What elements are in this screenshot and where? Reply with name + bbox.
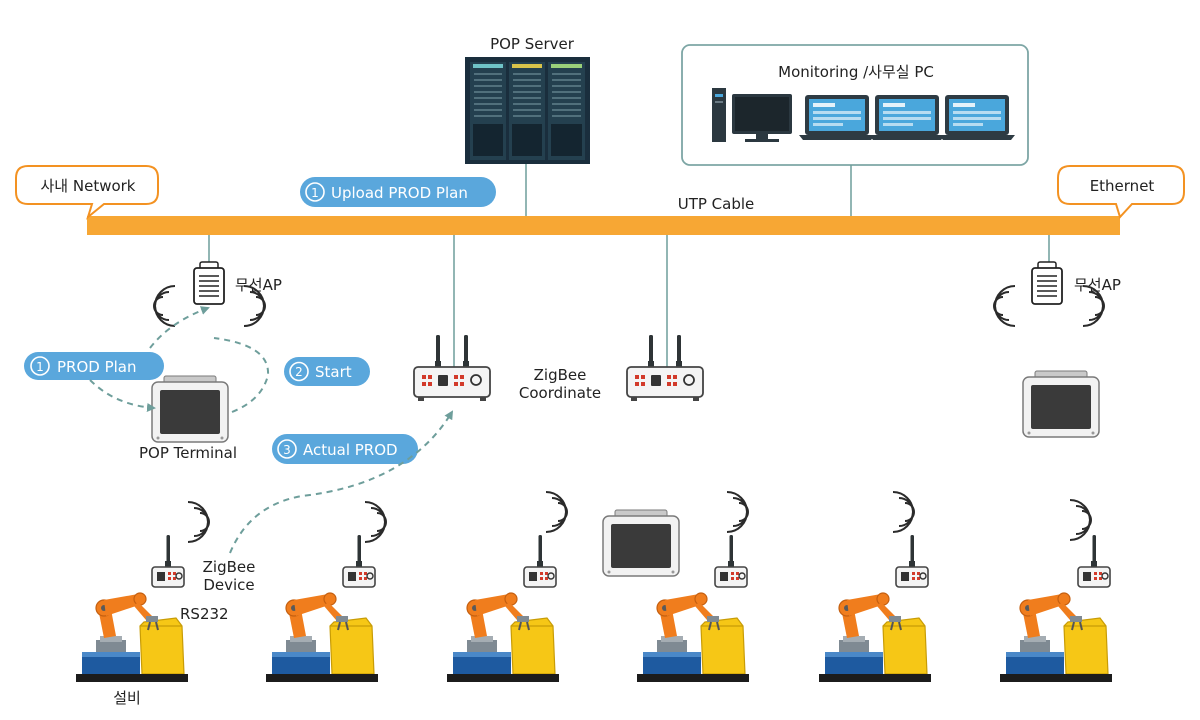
intranet-bubble: 사내 Network [15,165,159,220]
network-connectors [208,164,1050,372]
wifi-waves-dev-6-icon [1069,499,1092,541]
robot-arm-icon-3 [446,592,560,683]
zigbee-device-icon-3 [523,534,557,588]
pop-terminal-label: POP Terminal [139,444,237,462]
robot-arm-icon-4 [636,592,750,683]
zigbee-coordinator-label-1: ZigBee [534,366,587,384]
zigbee-device-label-1: ZigBee [203,558,256,576]
pop-server: POP Server [465,35,590,164]
server-rack-1 [470,62,506,160]
zigbee-coordinator-label-2: Coordinate [519,384,601,402]
zigbee-device-label-2: Device [203,576,254,594]
pop-terminal-icon [151,375,229,443]
zigbee-device-icon-4 [714,534,748,588]
utp-cable-bar [87,216,1120,235]
step-actual-num: 3 [283,443,291,457]
wireless-ap-left-label: 무선AP [235,276,282,294]
step-prod-plan: 1 PROD Plan [24,352,164,380]
laptop-icon-1 [799,95,875,140]
robot-arm-icon-2 [265,592,379,683]
ethernet-bubble: Ethernet [1057,165,1185,219]
pop-server-label: POP Server [490,35,575,53]
step-prod-plan-text: PROD Plan [57,358,137,376]
ethernet-label: Ethernet [1090,177,1155,195]
server-rack-2 [509,62,545,160]
tablet-middle-icon [602,509,680,577]
wifi-waves-dev-5-icon [892,491,915,533]
wireless-ap-right-label: 무선AP [1074,276,1121,294]
step-actual-prod: 3 Actual PROD [272,434,418,464]
step-start-text: Start [315,363,352,381]
server-rack-3 [548,62,585,160]
equipment-label: 설비 [113,689,141,707]
step-upload-plan: 1 Upload PROD Plan [300,177,496,207]
wifi-waves-dev-2-icon [364,501,387,543]
tablet-right-icon [1022,370,1100,438]
monitoring-panel: Monitoring /사무실 PC [681,44,1029,166]
step-start: 2 Start [284,357,370,386]
desktop-pc-icon [712,88,792,142]
zigbee-device-icon-2 [342,534,376,588]
wifi-waves-dev-1-icon [187,501,210,543]
wireless-ap-left-icon [193,261,225,305]
rs232-label: RS232 [180,605,229,623]
zigbee-device-icon-5 [895,534,929,588]
step-upload-num: 1 [311,186,319,200]
wifi-waves-dev-3-icon [545,491,568,533]
wireless-ap-right-icon [1031,261,1063,305]
robot-arm-icon-6 [999,592,1113,683]
zigbee-device-icon-6 [1077,534,1111,588]
step-actual-text: Actual PROD [303,441,398,459]
zigbee-coordinator-icon-2 [626,334,704,402]
robot-arm-icon-1 [75,592,189,683]
laptop-icon-3 [939,95,1015,140]
laptop-icon-2 [869,95,945,140]
wifi-waves-ap-left-l-icon [153,285,176,327]
step-prod-plan-num: 1 [36,360,44,374]
wifi-waves-dev-4-icon [726,491,749,533]
zigbee-coordinator-icon-1 [413,334,491,402]
step-start-num: 2 [295,365,303,379]
wifi-waves-ap-right-l-icon [993,285,1016,327]
utp-cable-label: UTP Cable [678,195,755,213]
robot-arm-icon-5 [818,592,932,683]
zigbee-device-icon-1 [151,534,185,588]
step-upload-text: Upload PROD Plan [331,184,468,202]
intranet-label: 사내 Network [41,177,136,195]
flow-arrows [89,306,454,554]
monitoring-label: Monitoring /사무실 PC [778,63,934,81]
